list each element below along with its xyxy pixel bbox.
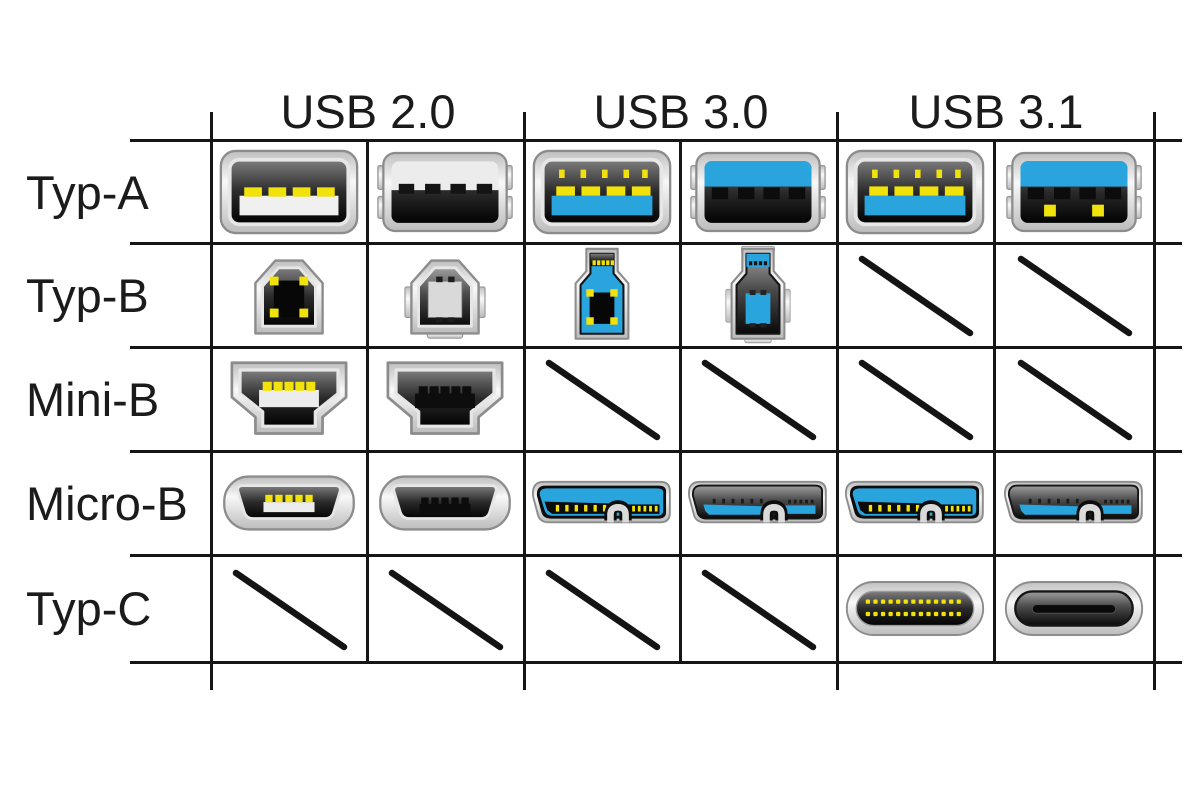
grid-line-horizontal: [130, 139, 1182, 142]
grid-line-vertical: [523, 112, 526, 690]
cell-typ-b-0: [211, 243, 367, 347]
column-header-usb-3-0: USB 3.0: [593, 84, 769, 138]
not-available-icon: [232, 569, 348, 650]
row-label-mini-b: Mini-B: [26, 372, 160, 426]
usb-b-30-receptacle-icon: [574, 247, 629, 340]
cell-typ-b-2: [523, 243, 680, 347]
cell-typ-c-1: [367, 555, 523, 662]
cell-typ-a-2: [523, 141, 680, 243]
cell-mini-b-3: [680, 347, 836, 451]
cell-micro-b-2: [523, 451, 680, 555]
row-label-typ-a: Typ-A: [26, 165, 149, 219]
usb-mini-b-20-receptacle-icon: [230, 361, 348, 435]
column-header-usb-2-0: USB 2.0: [280, 84, 456, 138]
grid-line-horizontal: [130, 346, 1182, 349]
not-available-icon: [388, 569, 504, 650]
not-available-icon: [1017, 359, 1132, 441]
grid-line-vertical: [1153, 112, 1156, 690]
usb-c-31-receptacle-icon: [845, 581, 984, 636]
connector-grid: [211, 141, 1154, 662]
cell-typ-a-0: [211, 141, 367, 243]
cell-typ-b-5: [993, 243, 1154, 347]
row-label-micro-b: Micro-B: [26, 476, 188, 530]
usb-micro-b-30-receptacle-icon: [531, 480, 671, 523]
grid-line-horizontal: [130, 450, 1182, 453]
grid-line-horizontal: [130, 242, 1182, 245]
usb-micro-b-31-plug-icon: [1003, 480, 1143, 523]
usb-micro-b-20-receptacle-icon: [223, 475, 355, 531]
not-available-icon: [545, 359, 660, 441]
cell-micro-b-4: [836, 451, 993, 555]
grid-line-vertical: [993, 139, 996, 664]
usb-b-20-receptacle-icon: [254, 259, 324, 335]
cell-mini-b-0: [211, 347, 367, 451]
grid-line-vertical: [679, 139, 682, 664]
cell-mini-b-4: [836, 347, 993, 451]
usb-a-31-receptacle-icon: [845, 149, 984, 235]
row-label-typ-b: Typ-B: [26, 268, 149, 322]
usb-micro-b-30-plug-icon: [688, 480, 827, 523]
usb-c-31-plug-icon: [1004, 581, 1143, 636]
not-available-icon: [545, 569, 660, 650]
not-available-icon: [858, 255, 973, 337]
cell-micro-b-5: [993, 451, 1154, 555]
not-available-icon: [701, 569, 817, 650]
usb-a-20-receptacle-icon: [219, 149, 359, 235]
grid-line-horizontal: [130, 554, 1182, 557]
cell-typ-b-3: [680, 243, 836, 347]
not-available-icon: [701, 359, 817, 441]
usb-micro-b-20-plug-icon: [379, 475, 511, 531]
column-header-usb-3-1: USB 3.1: [908, 84, 1084, 138]
cell-mini-b-1: [367, 347, 523, 451]
not-available-icon: [1017, 255, 1132, 337]
row-label-typ-c: Typ-C: [26, 582, 152, 635]
cell-typ-c-3: [680, 555, 836, 662]
usb-b-20-plug-icon: [404, 259, 486, 339]
usb-b-30-plug-icon: [725, 245, 791, 344]
cell-typ-c-4: [836, 555, 993, 662]
cell-typ-c-2: [523, 555, 680, 662]
cell-mini-b-2: [523, 347, 680, 451]
not-available-icon: [858, 359, 973, 441]
usb-a-20-plug-icon: [377, 151, 513, 233]
cell-typ-b-1: [367, 243, 523, 347]
grid-line-horizontal: [130, 661, 1182, 664]
cell-typ-a-3: [680, 141, 836, 243]
usb-a-31-plug-icon: [1005, 151, 1142, 233]
usb-micro-b-31-receptacle-icon: [844, 480, 984, 523]
usb-a-30-receptacle-icon: [532, 149, 671, 235]
cell-typ-a-5: [993, 141, 1154, 243]
usb-a-30-plug-icon: [690, 151, 826, 233]
grid-line-vertical: [836, 112, 839, 690]
grid-line-vertical: [210, 112, 213, 690]
cell-typ-a-1: [367, 141, 523, 243]
cell-typ-b-4: [836, 243, 993, 347]
cell-typ-a-4: [836, 141, 993, 243]
cell-typ-c-0: [211, 555, 367, 662]
usb-mini-b-20-plug-icon: [386, 361, 504, 435]
cell-mini-b-5: [993, 347, 1154, 451]
grid-line-vertical: [366, 139, 369, 664]
cell-micro-b-3: [680, 451, 836, 555]
cell-micro-b-0: [211, 451, 367, 555]
cell-typ-c-5: [993, 555, 1154, 662]
cell-micro-b-1: [367, 451, 523, 555]
